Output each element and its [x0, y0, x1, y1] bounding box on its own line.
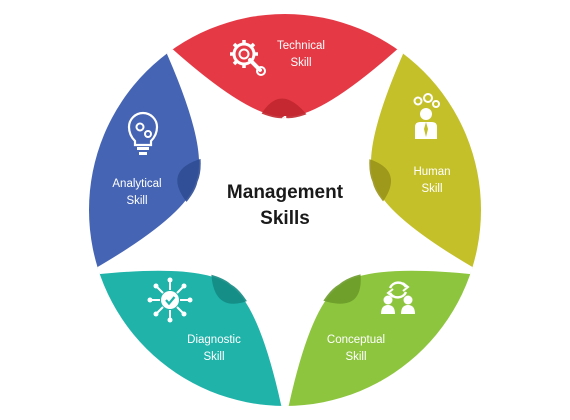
segment-human: Human Skill 2	[360, 93, 451, 195]
segment-analytical: Analytical Skill 5	[112, 111, 208, 207]
technical-skill-label-line2: Skill	[290, 57, 311, 69]
analytical-skill-label-line2: Skill	[126, 195, 147, 207]
center-title-line2: Skills	[260, 208, 310, 229]
center-star	[94, 48, 476, 411]
human-skill-label-line1: Human	[413, 166, 450, 178]
people-cycle-icon	[381, 281, 415, 314]
diagnostic-skill-label-line1: Diagnostic	[187, 334, 241, 346]
diagnostic-skill-label-line2: Skill	[203, 351, 224, 363]
analytical-skill-label-line1: Analytical	[112, 178, 161, 190]
lightbulb-gears-icon	[127, 111, 159, 155]
center-title-line1: Management	[227, 182, 344, 203]
gear-wrench-icon	[230, 40, 266, 76]
step-number-4: 4	[232, 271, 240, 286]
segment-diagnostic: Diagnostic Skill 4	[147, 271, 241, 363]
conceptual-skill-label-line2: Skill	[345, 351, 366, 363]
segment-conceptual: Conceptual Skill 3	[327, 271, 415, 363]
step-number-1: 1	[281, 113, 288, 128]
technical-skill-label-line1: Technical	[277, 40, 325, 52]
conceptual-skill-label-line1: Conceptual	[327, 334, 385, 346]
step-number-3: 3	[328, 271, 335, 286]
segment-technical: Technical Skill 1	[230, 40, 325, 128]
person-gears-icon	[413, 93, 440, 139]
human-skill-label-line2: Skill	[421, 183, 442, 195]
step-number-2: 2	[360, 173, 367, 188]
network-check-icon	[147, 277, 193, 323]
step-number-5: 5	[200, 173, 207, 188]
